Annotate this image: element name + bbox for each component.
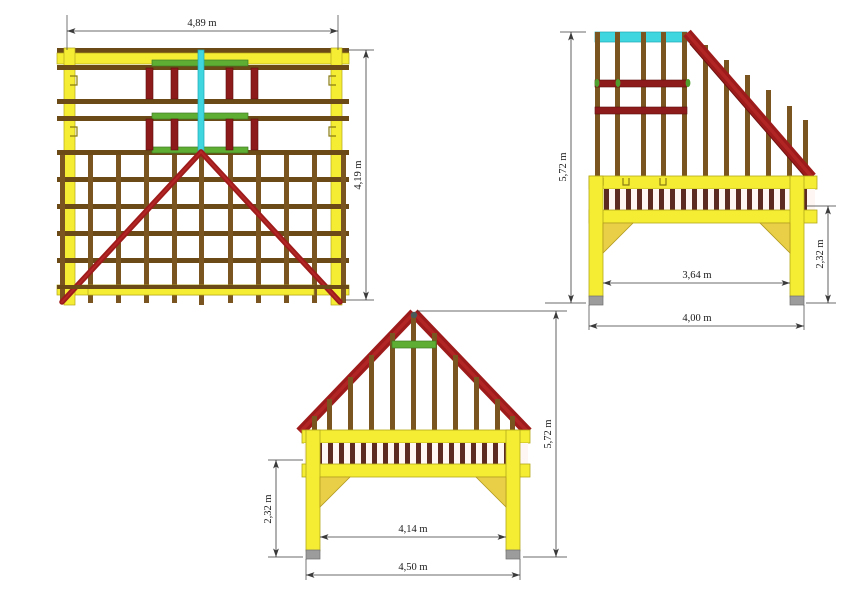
front-post-left	[305, 429, 321, 552]
front-total-height-dimension: 5,72 m	[417, 310, 567, 558]
side-post-height-dimension: 2,32 m	[806, 205, 836, 304]
side-elevation-view: 5,72 m 2,32 m 3,64 m 4,00 m	[545, 29, 836, 330]
plan-depth-dimension: 4,19 m	[345, 49, 374, 301]
front-elevation-view: 2,32 m 5,72 m 4,14 m 4,50 m	[263, 309, 567, 580]
side-inner-span-dimension-label: 3,64 m	[682, 270, 711, 281]
front-outer-span-dimension: 4,50 m	[305, 559, 521, 580]
front-post-height-dimension-label: 2,32 m	[263, 494, 274, 523]
side-post-left	[588, 175, 604, 298]
front-gable-rafters	[296, 309, 532, 436]
front-roof-struts	[312, 315, 515, 432]
side-outer-span-dimension-label: 4,00 m	[682, 313, 711, 324]
side-post-right	[789, 175, 805, 298]
plan-centre-rafter	[199, 155, 204, 305]
front-collar-tie	[391, 340, 437, 349]
side-footing-right	[789, 295, 805, 306]
side-post-height-dimension-label: 2,32 m	[815, 239, 826, 268]
front-top-plate	[301, 429, 531, 444]
front-footing-right	[505, 549, 521, 560]
plan-ridge-beam	[197, 49, 205, 156]
front-outer-span-dimension-label: 4,50 m	[398, 562, 427, 573]
plan-view: 4,89 m 4,19 m	[56, 15, 374, 306]
plan-hip-rafters	[59, 149, 343, 305]
plan-width-dimension: 4,89 m	[66, 15, 339, 50]
side-knee-braces	[602, 222, 791, 254]
side-inner-span-dimension: 3,64 m	[603, 270, 790, 286]
side-deck-beam	[588, 209, 818, 224]
plan-struts	[145, 67, 259, 151]
side-connector-marks	[594, 79, 691, 87]
front-inner-span-dimension-label: 4,14 m	[398, 524, 427, 535]
front-total-height-dimension-label: 5,72 m	[543, 419, 554, 448]
front-deck-beam	[301, 463, 531, 478]
side-outer-span-dimension: 4,00 m	[588, 305, 805, 330]
plan-bracket-marks	[70, 75, 336, 137]
plan-depth-dimension-label: 4,19 m	[353, 160, 364, 189]
front-knee-braces	[319, 476, 507, 508]
front-ridge-node	[410, 311, 418, 319]
plan-bottom-batten	[57, 285, 349, 289]
side-height-dimension-label: 5,72 m	[558, 152, 569, 181]
side-footing-left	[588, 295, 604, 306]
side-height-dimension: 5,72 m	[545, 31, 586, 304]
front-post-right	[505, 429, 521, 552]
side-sloping-rafter	[683, 29, 816, 181]
front-post-height-dimension: 2,32 m	[263, 459, 303, 558]
plan-common-rafters	[60, 155, 346, 303]
front-inner-span-dimension: 4,14 m	[320, 524, 506, 540]
front-footing-left	[305, 549, 321, 560]
plan-width-dimension-label: 4,89 m	[187, 18, 216, 29]
